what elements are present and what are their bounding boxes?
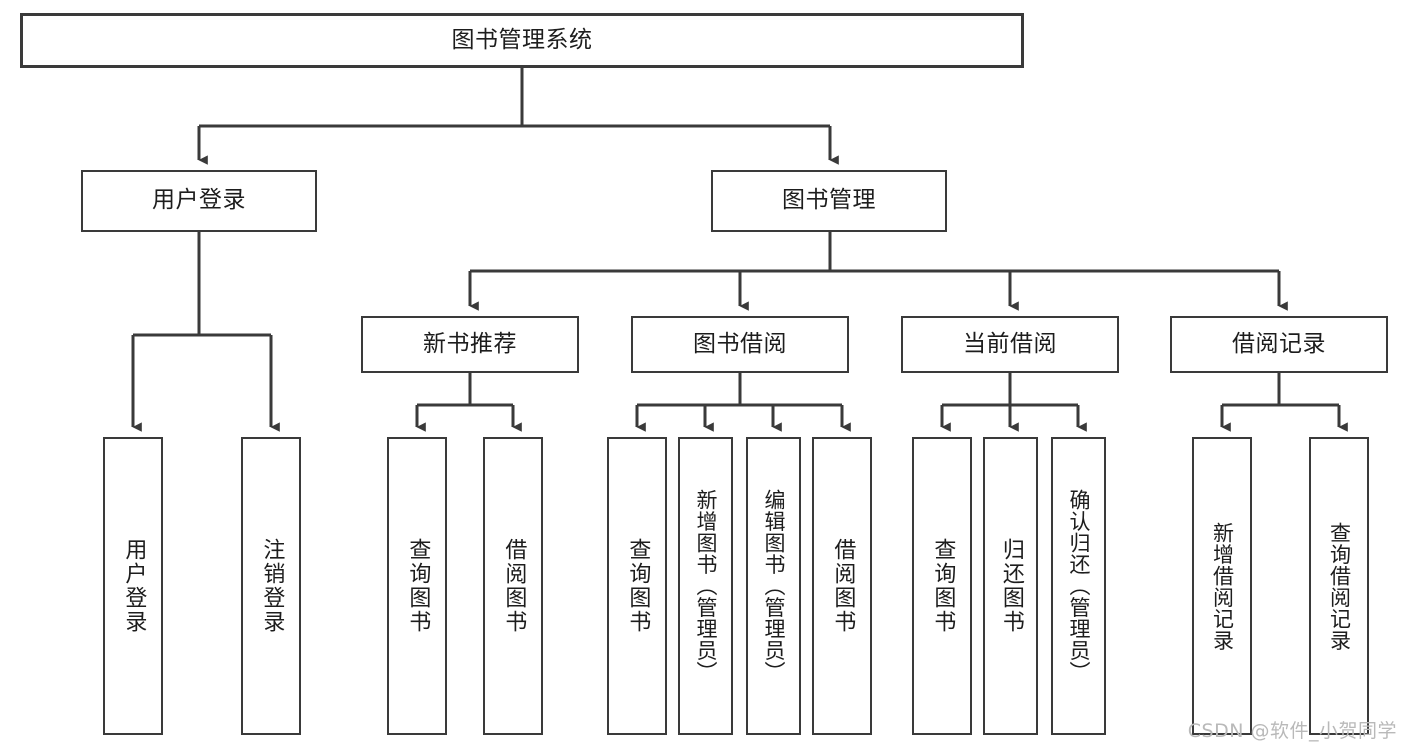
leaf-confirm-return-admin[interactable]: 确认归还（管理员）	[1051, 437, 1106, 735]
leaf-query-borrow-record[interactable]: 查询借阅记录	[1309, 437, 1369, 735]
leaf-borrow-query-books[interactable]: 查询图书	[607, 437, 667, 735]
leaf-label: 新增借阅记录	[1210, 521, 1235, 651]
connector-group-book-manage	[468, 232, 1288, 311]
leaf-add-book-admin[interactable]: 新增图书（管理员）	[678, 437, 733, 735]
node-label: 借阅记录	[1232, 330, 1326, 357]
node-current-borrow[interactable]: 当前借阅	[901, 316, 1119, 373]
leaf-label: 借阅图书	[501, 538, 527, 634]
node-label: 用户登录	[152, 187, 246, 214]
connector-group-root	[197, 68, 839, 165]
leaf-newbook-query-books[interactable]: 查询图书	[387, 437, 447, 735]
connector-group-book-borrow	[635, 373, 851, 432]
leaf-label: 确认归还（管理员）	[1067, 489, 1092, 683]
node-book-management[interactable]: 图书管理	[711, 170, 947, 232]
connector-group-current-borrow	[940, 373, 1087, 432]
node-label: 当前借阅	[963, 330, 1057, 357]
node-borrow-record[interactable]: 借阅记录	[1170, 316, 1388, 373]
node-new-book-recommend[interactable]: 新书推荐	[361, 316, 579, 373]
node-label: 图书管理	[782, 187, 876, 214]
node-label: 图书管理系统	[451, 26, 593, 53]
leaf-label: 借阅图书	[830, 538, 856, 634]
node-user-login[interactable]: 用户登录	[81, 170, 317, 232]
node-label: 新书推荐	[423, 330, 517, 357]
connector-group-new-book	[415, 373, 522, 432]
node-label: 图书借阅	[693, 330, 787, 357]
leaf-logout[interactable]: 注销登录	[241, 437, 301, 735]
leaf-edit-book-admin[interactable]: 编辑图书（管理员）	[746, 437, 801, 735]
leaf-label: 查询借阅记录	[1327, 521, 1352, 651]
leaf-add-borrow-record[interactable]: 新增借阅记录	[1192, 437, 1252, 735]
leaf-label: 编辑图书（管理员）	[762, 489, 787, 683]
leaf-newbook-borrow-books[interactable]: 借阅图书	[483, 437, 543, 735]
leaf-label: 用户登录	[121, 538, 147, 634]
csdn-watermark: CSDN @软件_小贺同学	[1187, 720, 1397, 742]
leaf-current-query-books[interactable]: 查询图书	[912, 437, 972, 735]
leaf-user-login[interactable]: 用户登录	[103, 437, 163, 735]
leaf-borrow-books[interactable]: 借阅图书	[812, 437, 872, 735]
node-book-borrow[interactable]: 图书借阅	[631, 316, 849, 373]
connector-group-user-login	[131, 232, 280, 432]
node-root-system[interactable]: 图书管理系统	[20, 13, 1024, 68]
leaf-return-books[interactable]: 归还图书	[983, 437, 1038, 735]
leaf-label: 查询图书	[930, 538, 956, 634]
leaf-label: 归还图书	[998, 538, 1024, 634]
leaf-label: 查询图书	[625, 538, 651, 634]
leaf-label: 查询图书	[405, 538, 431, 634]
leaf-label: 注销登录	[259, 538, 285, 634]
connector-group-borrow-record	[1220, 373, 1348, 432]
leaf-label: 新增图书（管理员）	[694, 489, 719, 683]
